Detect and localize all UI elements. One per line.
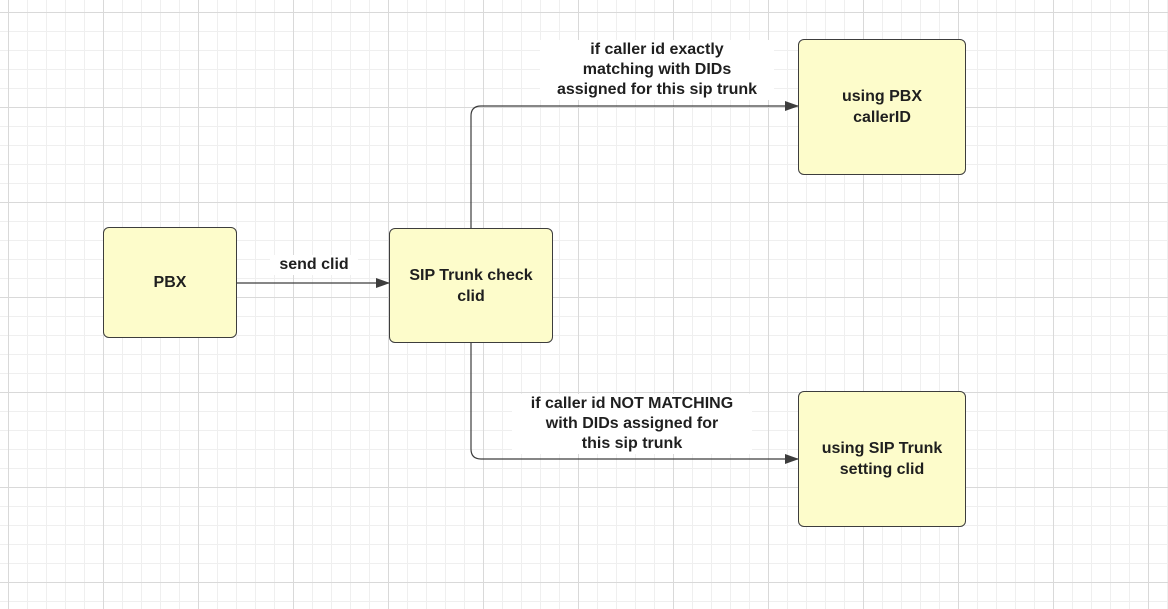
node-sip-trunk-check[interactable]: SIP Trunk check clid (389, 228, 553, 343)
node-using-pbx-callerid-label: using PBX callerID (841, 88, 922, 126)
edge-match-label: if caller id exactly matching with DIDs … (540, 40, 774, 100)
node-pbx-label: PBX (153, 274, 187, 291)
node-pbx[interactable]: PBX (103, 227, 237, 338)
node-using-pbx-callerid[interactable]: using PBX callerID (798, 39, 966, 175)
node-sip-trunk-check-label: SIP Trunk check clid (409, 266, 533, 305)
edge-not-match-label: if caller id NOT MATCHING with DIDs assi… (512, 394, 752, 454)
node-using-sip-trunk-clid-label: using SIP Trunk setting clid (821, 440, 943, 478)
edge-match (470, 101, 799, 228)
edge-send-clid-label: send clid (270, 255, 358, 275)
edge-not-match (470, 343, 799, 464)
node-using-sip-trunk-clid[interactable]: using SIP Trunk setting clid (798, 391, 966, 527)
